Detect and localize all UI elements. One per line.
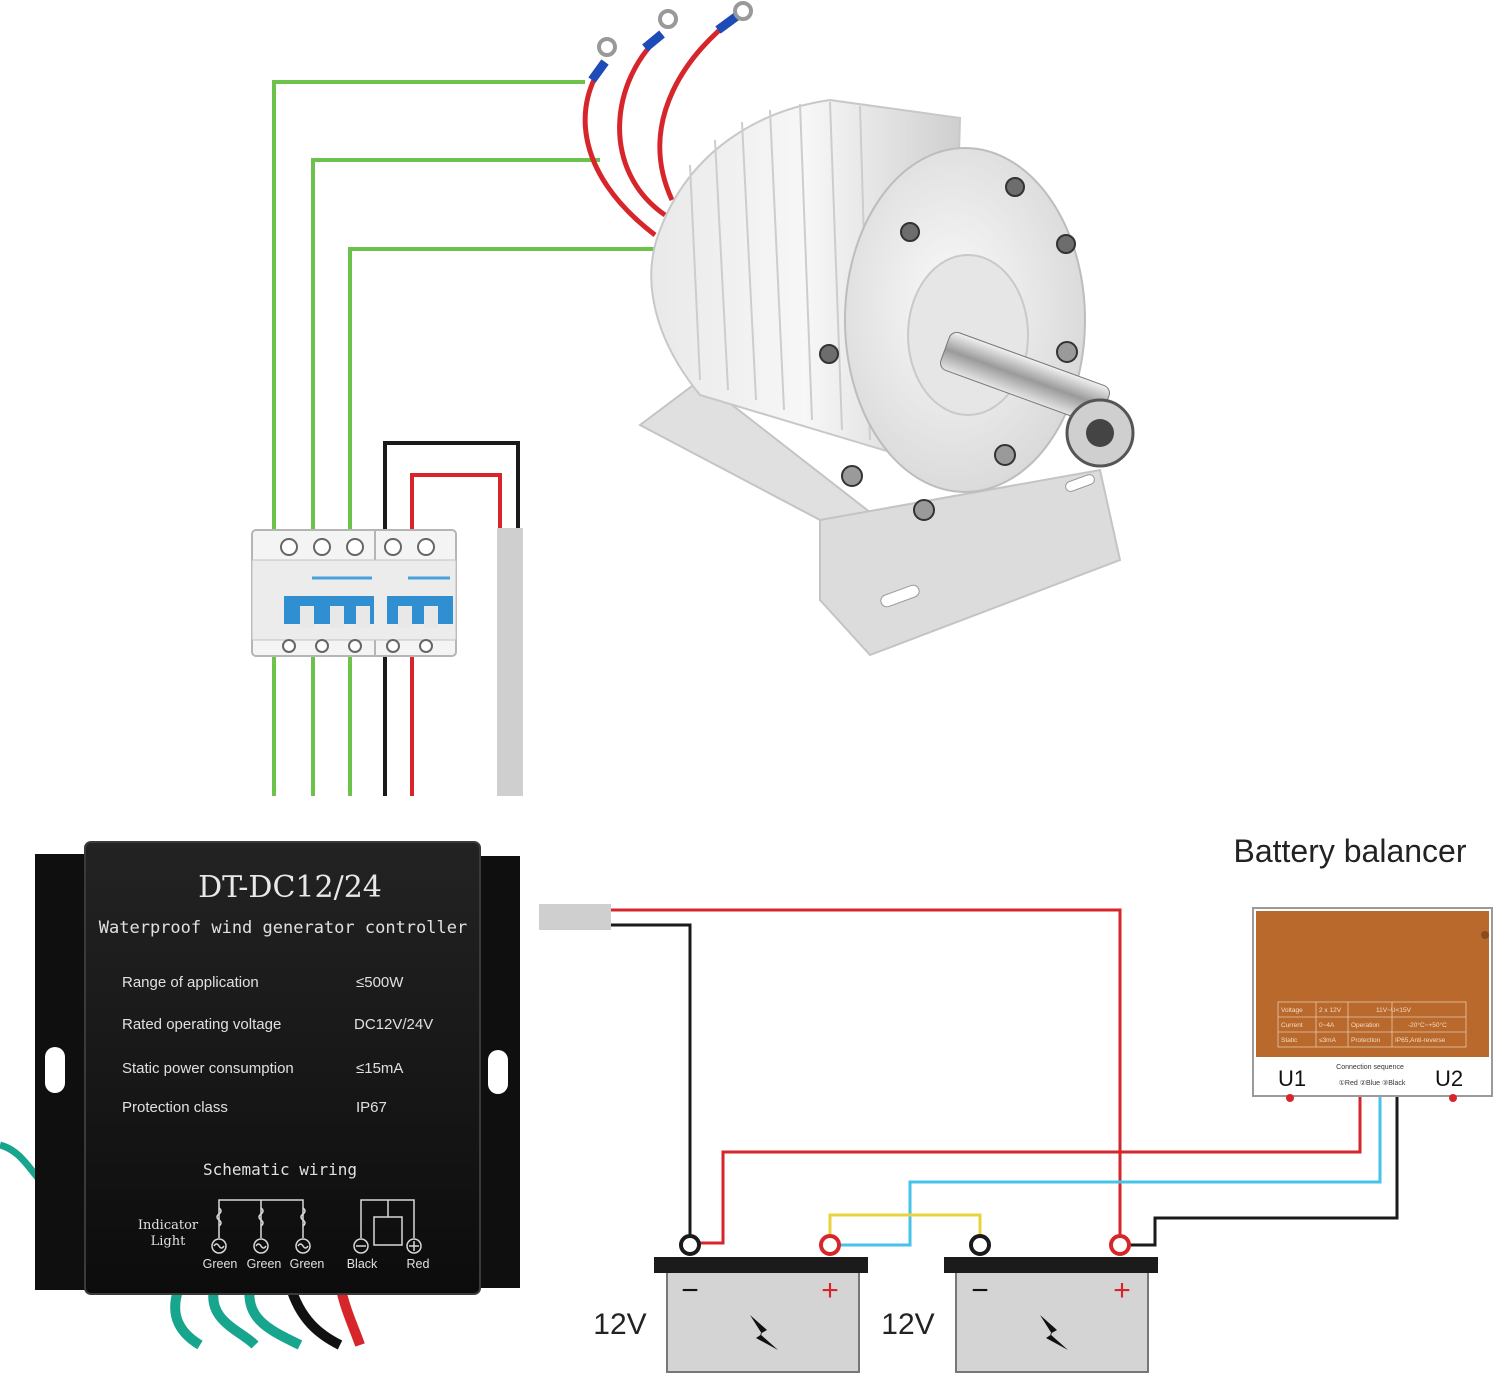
table-cell: IP65,Anti-reverse	[1395, 1037, 1446, 1044]
ring-terminal-1	[588, 37, 617, 83]
battery-voltage: 12V	[881, 1308, 934, 1341]
ring-terminal-3	[715, 1, 753, 34]
battery-voltage: 12V	[593, 1308, 646, 1341]
balancer-black-wire	[1130, 1095, 1399, 1247]
controller-model: DT-DC12/24	[198, 870, 382, 905]
battery-2: − + 12V	[881, 1234, 1158, 1373]
battery-plus: +	[821, 1274, 839, 1307]
ring-terminal-2	[642, 9, 678, 52]
dc-input-connector	[539, 904, 611, 930]
terminal-label: Green	[247, 1257, 282, 1271]
generator-lead-2	[617, 32, 667, 218]
spec-label: Rated operating voltage	[122, 1016, 281, 1033]
lightning-icon	[750, 1315, 778, 1350]
controller-specs: Range of application ≤500W Rated operati…	[122, 974, 433, 1116]
circuit-breaker-icon	[251, 529, 457, 657]
ac-terminal-icon	[211, 1238, 311, 1254]
table-cell: Protection	[1351, 1037, 1381, 1044]
table-cell: Operation	[1351, 1022, 1380, 1029]
balancer-u1: U1	[1278, 1066, 1306, 1091]
balancer-u2: U2	[1435, 1066, 1463, 1091]
table-cell: Current	[1281, 1022, 1303, 1029]
terminal-label: Green	[290, 1257, 325, 1271]
spec-value: ≤500W	[356, 974, 404, 991]
terminal-label: Green	[203, 1257, 238, 1271]
table-cell: -20°C~+50°C	[1408, 1021, 1447, 1029]
schematic-symbols	[216, 1199, 415, 1246]
grey-cable	[497, 528, 523, 796]
battery-minus: −	[681, 1274, 699, 1307]
controller-subtitle: Waterproof wind generator controller	[99, 918, 467, 938]
table-cell: Static	[1281, 1037, 1298, 1044]
main-red-wire	[611, 908, 1122, 1245]
spec-label: Protection class	[122, 1099, 228, 1116]
balancer-blue-wire	[838, 1095, 1382, 1247]
indicator-label: Light	[151, 1234, 186, 1249]
spec-value: DC12V/24V	[354, 1016, 433, 1033]
balancer-sequence: ①Red ②Blue ③Black	[1339, 1079, 1406, 1087]
balancer-red-wire	[700, 1095, 1362, 1245]
balancer-title: Battery balancer	[1233, 833, 1466, 869]
generator-image	[638, 98, 1135, 657]
controller-body	[84, 841, 481, 1295]
controller-green-wire-left	[0, 1141, 43, 1183]
spec-value: IP67	[356, 1099, 387, 1116]
table-cell: Voltage	[1281, 1007, 1303, 1014]
spec-label: Range of application	[122, 974, 259, 991]
controller: DT-DC12/24 Waterproof wind generator con…	[0, 841, 520, 1350]
balancer-spec-table	[1277, 1001, 1467, 1048]
green-wire-1	[272, 80, 585, 796]
lightning-icon	[1040, 1315, 1068, 1350]
dc-plus-icon	[406, 1238, 422, 1254]
battery-balancer: Battery balancer Voltage 2 x 12V 11V~U<1…	[1233, 833, 1493, 1102]
yellow-link-wire	[828, 1213, 982, 1243]
spec-label: Static power consumption	[122, 1060, 294, 1077]
terminal-label: Black	[347, 1257, 378, 1271]
balancer-sequence-title: Connection sequence	[1336, 1064, 1404, 1071]
main-black-wire	[611, 923, 692, 1245]
battery-wiring	[539, 904, 1399, 1247]
table-cell: 11V~U<15V	[1376, 1007, 1412, 1014]
terminal-label: Red	[407, 1257, 430, 1271]
spec-value: ≤15mA	[356, 1060, 403, 1077]
battery-1: − + 12V	[593, 1234, 868, 1373]
indicator-label: Indicator	[138, 1218, 199, 1233]
battery-plus: +	[1113, 1274, 1131, 1307]
battery-minus: −	[971, 1274, 989, 1307]
dc-minus-icon	[353, 1238, 369, 1254]
table-cell: 2 x 12V	[1319, 1007, 1342, 1014]
schematic-title: Schematic wiring	[203, 1160, 357, 1179]
table-cell: 0~4A	[1319, 1022, 1335, 1029]
green-wire-2	[311, 158, 600, 796]
table-cell: ≤3mA	[1319, 1037, 1337, 1044]
